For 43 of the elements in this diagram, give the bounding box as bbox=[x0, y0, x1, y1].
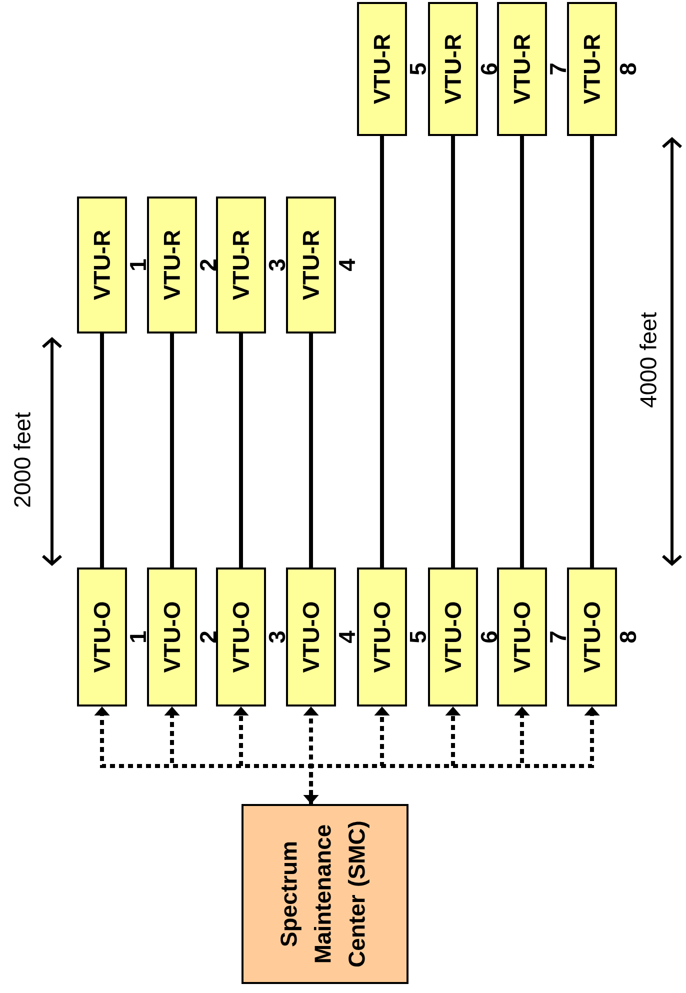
unit-box: VTU-O bbox=[216, 568, 266, 706]
unit-box: VTU-O bbox=[428, 568, 478, 706]
connector bbox=[170, 334, 174, 568]
connector bbox=[590, 136, 594, 568]
number-label: 2 bbox=[200, 632, 216, 643]
number-label: 7 bbox=[550, 64, 566, 74]
number-label: 5 bbox=[410, 631, 426, 643]
number-label: 4 bbox=[339, 630, 355, 644]
unit-box: VTU-R bbox=[216, 196, 266, 334]
number-label: 6 bbox=[480, 631, 498, 643]
number-label: 5 bbox=[410, 63, 426, 75]
number-label: 3 bbox=[268, 259, 286, 271]
number-label: 7 bbox=[550, 632, 566, 642]
dimension-label: 4000 feet bbox=[640, 312, 656, 408]
unit-box: VTU-R bbox=[77, 196, 127, 334]
unit-box: VTU-O bbox=[357, 568, 407, 706]
unit-box: VTU-R bbox=[567, 2, 617, 136]
connector bbox=[239, 334, 243, 568]
connector bbox=[451, 136, 455, 568]
number-label: 1 bbox=[130, 631, 146, 642]
unit-box: VTU-O bbox=[497, 568, 547, 706]
connector bbox=[520, 136, 524, 568]
number-label: 8 bbox=[620, 63, 636, 75]
unit-box: VTU-O bbox=[286, 568, 336, 706]
number-label: 8 bbox=[620, 631, 636, 643]
center-box: Spectrum Maintenance Center (SMC) bbox=[242, 804, 408, 984]
connector bbox=[100, 334, 104, 568]
number-label: 1 bbox=[130, 259, 146, 270]
unit-box: VTU-R bbox=[286, 196, 336, 334]
number-label: 2 bbox=[200, 260, 216, 271]
number-label: 6 bbox=[480, 63, 498, 75]
unit-box: VTU-R bbox=[428, 2, 478, 136]
unit-box: VTU-O bbox=[77, 568, 127, 706]
number-label: 4 bbox=[339, 258, 355, 272]
unit-box: VTU-O bbox=[147, 568, 197, 706]
unit-box: VTU-R bbox=[497, 2, 547, 136]
unit-box: VTU-R bbox=[147, 196, 197, 334]
unit-box: VTU-R bbox=[357, 2, 407, 136]
connector bbox=[309, 334, 313, 568]
number-label: 3 bbox=[268, 631, 286, 643]
connector bbox=[380, 136, 384, 568]
unit-box: VTU-O bbox=[567, 568, 617, 706]
dimension-label: 2000 feet bbox=[14, 412, 30, 507]
